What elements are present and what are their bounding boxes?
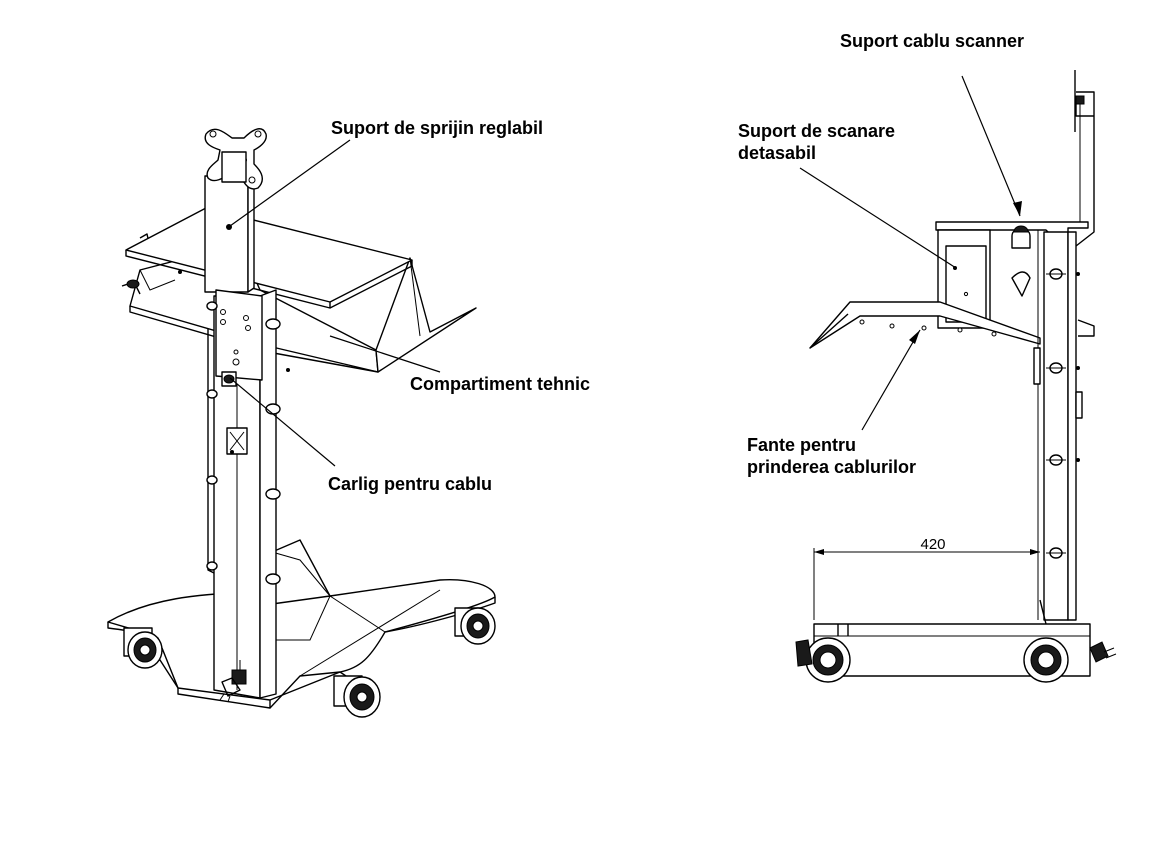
front-tray: [809, 301, 1041, 349]
side-wheel-rear: [1023, 637, 1069, 683]
side-wheel-front: [795, 637, 851, 683]
width-dimension: 420: [813, 536, 1040, 620]
label-suport-scanare-line1: Suport de scanare: [738, 121, 895, 141]
cable-hook: [221, 371, 237, 387]
power-switch: [226, 427, 248, 455]
clip-1: [1046, 268, 1066, 280]
column-control-block: [215, 289, 263, 387]
scanner-cable-holder: [1011, 225, 1031, 297]
power-plug-icon: [219, 660, 247, 703]
leader-lines: [229, 75, 1022, 467]
label-suport-scanare-line2: detasabil: [738, 143, 816, 163]
adjustable-support-plate: [204, 128, 267, 293]
caster-wheel-front-right: [333, 675, 381, 718]
label-fante-line1: Fante pentru: [747, 435, 856, 455]
isometric-cart-view: [107, 128, 496, 718]
dimension-value: 420: [920, 536, 945, 553]
clip-3: [1046, 454, 1066, 466]
scanner-mast: [1074, 70, 1095, 247]
label-suport-cablu-scanner: Suport cablu scanner: [840, 31, 1024, 51]
caster-wheel-front-left: [123, 627, 163, 669]
label-suport-sprijin-reglabil: Suport de sprijin reglabil: [331, 118, 543, 138]
caster-wheel-rear-right: [454, 607, 496, 645]
side-power-plug-icon: [1089, 641, 1117, 663]
label-compartiment-tehnic: Compartiment tehnic: [410, 374, 590, 394]
clip-2: [1046, 362, 1066, 374]
side-column-clips: [1046, 268, 1080, 559]
detachable-scan-support: [937, 229, 991, 329]
upper-shelf: [125, 207, 413, 309]
callout-labels: Suport de sprijin reglabil Compartiment …: [328, 31, 1024, 494]
label-carlig-cablu: Carlig pentru cablu: [328, 474, 492, 494]
cart-base: [107, 539, 496, 709]
side-elevation-view: [795, 70, 1117, 683]
side-main-column: [1033, 230, 1095, 621]
label-fante-line2: prinderea cablurilor: [747, 457, 916, 477]
clip-4: [1046, 547, 1066, 559]
